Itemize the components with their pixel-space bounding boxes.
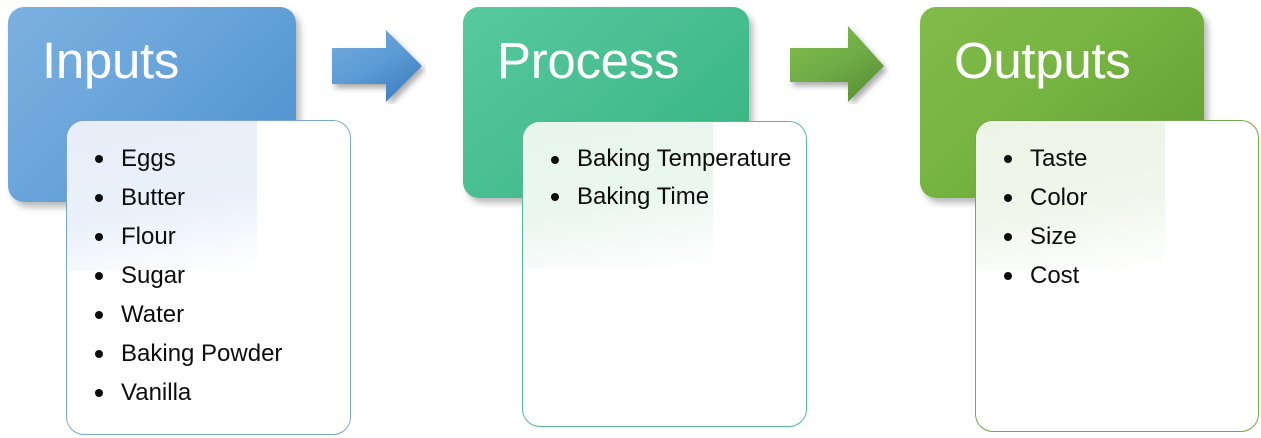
stage-list-panel-inputs[interactable]: Eggs Butter Flour Sugar Water Baking Pow… bbox=[66, 120, 351, 435]
right-arrow-icon bbox=[326, 28, 426, 104]
right-arrow-icon bbox=[786, 22, 890, 104]
list-item: Baking Temperature bbox=[549, 140, 798, 177]
stage-list-panel-outputs[interactable]: Taste Color Size Cost bbox=[975, 120, 1259, 432]
list-item: Sugar bbox=[93, 256, 342, 295]
list-item: Butter bbox=[93, 178, 342, 217]
inputs-item-list: Eggs Butter Flour Sugar Water Baking Pow… bbox=[93, 139, 342, 412]
list-item: Taste bbox=[1002, 139, 1250, 178]
list-item: Baking Time bbox=[549, 177, 798, 216]
list-item: Baking Powder bbox=[93, 334, 342, 373]
stage-header-outputs[interactable]: Outputs bbox=[920, 7, 1204, 198]
stage-title-process: Process bbox=[497, 32, 680, 89]
process-item-list: Baking Temperature Baking Time bbox=[549, 140, 798, 216]
list-item: Cost bbox=[1002, 256, 1250, 295]
list-item: Size bbox=[1002, 217, 1250, 256]
list-item: Color bbox=[1002, 178, 1250, 217]
list-item: Flour bbox=[93, 217, 342, 256]
list-item: Vanilla bbox=[93, 373, 342, 412]
list-item: Eggs bbox=[93, 139, 342, 178]
list-item: Water bbox=[93, 295, 342, 334]
stage-list-panel-process[interactable]: Baking Temperature Baking Time bbox=[522, 121, 807, 427]
stage-title-outputs: Outputs bbox=[954, 32, 1131, 89]
outputs-item-list: Taste Color Size Cost bbox=[1002, 139, 1250, 295]
stage-title-inputs: Inputs bbox=[42, 32, 180, 89]
